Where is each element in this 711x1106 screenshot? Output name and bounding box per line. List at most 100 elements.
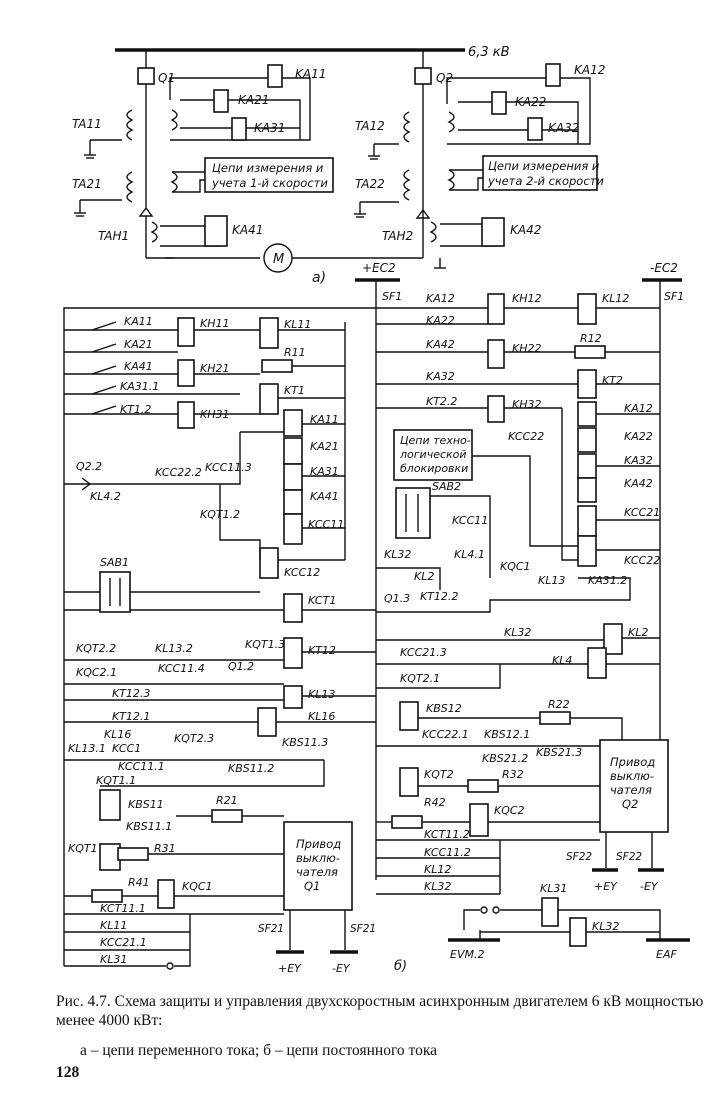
contact-kcc21-3: KCC21.3 [400, 646, 447, 659]
relay-ka22 [491, 91, 507, 115]
relay-kl11-label: KL11 [284, 318, 311, 331]
resistor-r22-label: R22 [548, 698, 570, 711]
relay-kqc2-label: KQC2 [494, 804, 525, 817]
contact-kcc11-2: KCC11.2 [424, 846, 471, 859]
contact-kcc11-4: KCC11.4 [158, 662, 205, 675]
key-sab1 [99, 571, 131, 613]
relay-kbs12 [399, 701, 419, 731]
resistor-r32-label: R32 [502, 768, 524, 781]
relay-ka11 [267, 64, 283, 88]
right-contact-rows: KA12 KA22 KA42 KA32 KT2.2 KH12 KH22 KH32 [376, 292, 660, 423]
ey-neg-right: -EY [640, 880, 659, 893]
relay-ka11-dc-label: KA11 [310, 413, 339, 426]
ct-tah2-label: TAH2 [382, 229, 413, 243]
relay-ka32-dc [577, 453, 597, 479]
contact-ka42: KA42 [426, 338, 455, 351]
relay-kl32-label: KL32 [592, 920, 619, 933]
contact-kqc1: KQC1 [500, 560, 531, 573]
contact-kqt2-2: KQT2.2 [76, 642, 116, 655]
coil-kh32 [487, 395, 505, 423]
contact-kt12-3: KT12.3 [112, 687, 150, 700]
relay-kl16 [257, 707, 277, 737]
relay-ka41-dc-label: KA41 [310, 490, 339, 503]
relay-ka12-dc [577, 401, 597, 427]
relay-kl2-label: KL2 [628, 626, 648, 639]
contact-kcc11-1: KCC11.1 [118, 760, 165, 773]
contact-q2-2: Q2.2 [76, 460, 102, 473]
coil-kh22 [487, 339, 505, 369]
relay-kt2-label: KT2 [602, 374, 623, 387]
relay-kct1-label: KCT1 [308, 594, 336, 607]
relay-ka21-dc [283, 437, 303, 465]
coil-kh12 [487, 293, 505, 325]
contact-kbs12-1: KBS12.1 [484, 728, 530, 741]
switch-sf1-left: SF1 [382, 290, 402, 303]
relay-kct1 [283, 593, 303, 623]
coil-kh32-label: KH32 [512, 398, 541, 411]
coil-kh11 [177, 317, 195, 347]
breaker-q2 [414, 67, 432, 85]
drive-q2-line1: Привод [610, 755, 655, 769]
panel-a-label: а) [312, 270, 326, 286]
key-sab2-label: SAB2 [432, 480, 461, 493]
relay-kcc22 [577, 535, 597, 567]
contact-ka12: KA12 [426, 292, 455, 305]
ct-tah1 [150, 221, 158, 243]
key-sab1-label: SAB1 [100, 556, 129, 569]
contact-kbs21-3: KBS21.3 [536, 746, 582, 759]
contact-ka21: KA21 [124, 338, 153, 351]
contact-kl4-2: KL4.2 [90, 490, 121, 503]
motor-m-label: M [273, 252, 284, 267]
contact-kbs11-1: KBS11.1 [126, 820, 172, 833]
resistor-r12 [574, 345, 606, 359]
resistor-r42-label: R42 [424, 796, 446, 809]
relay-ka21-dc-label: KA21 [310, 440, 339, 453]
switch-sf21-b: SF21 [350, 923, 376, 935]
relay-kt12-label: KT12 [308, 644, 336, 657]
contact-kct11-1: KCT11.1 [100, 902, 146, 915]
resistor-r21-label: R21 [216, 794, 238, 807]
meter-box-speed1-line2: учета 1-й скорости [211, 176, 328, 190]
contact-kcc22: KCC22 [508, 430, 544, 443]
coil-kh12-label: KH12 [512, 292, 541, 305]
relay-ka32-dc-label: KA32 [624, 454, 653, 467]
resistor-r11 [261, 359, 293, 373]
relay-ka31-dc-label: KA31 [310, 465, 339, 478]
ct-ta21 [126, 171, 134, 203]
left-contact-rows: KA11 KA21 KA41 KA31.1 KT1.2 KH11 KH21 KH… [64, 315, 260, 429]
contact-kcc11: KCC11 [452, 514, 488, 527]
relay-kl13-label: KL13 [308, 688, 335, 701]
contact-q1-2: Q1.2 [228, 660, 254, 673]
drive-q1-box [283, 821, 353, 911]
evm-label: EVM.2 [450, 948, 484, 961]
contact-kl4-1: KL4.1 [454, 548, 485, 561]
contact-q1-3: Q1.3 [384, 592, 410, 605]
relay-kl31-label: KL31 [540, 882, 567, 895]
relay-kcc22-label: KCC22 [624, 554, 660, 567]
panel-b-label: б) [394, 959, 407, 974]
relay-kt12 [283, 637, 303, 669]
ct-ta21-label: TA21 [72, 177, 102, 191]
relay-kcc12 [259, 547, 279, 579]
meter-box-speed2-line2: учета 2-й скорости [487, 174, 604, 188]
drive-q1-line1: Привод [296, 837, 341, 851]
relay-kl4 [587, 647, 607, 679]
breaker-q1-label: Q1 [158, 71, 175, 85]
relay-ka42-label: KA42 [510, 223, 541, 237]
ey-pos-right: +EY [594, 880, 618, 893]
relay-kqt2 [399, 767, 419, 797]
contact-kbs21-2: KBS21.2 [482, 752, 528, 765]
breaker-q1 [137, 67, 155, 85]
relay-kcc21 [577, 505, 597, 537]
relay-kl13 [283, 685, 303, 709]
figure-legend: а – цепи переменного тока; б – цепи пост… [80, 1042, 438, 1059]
relay-ka32-label: KA32 [548, 121, 579, 135]
relay-ka12-label: KA12 [574, 63, 605, 77]
contact-kqc2-1: KQC2.1 [76, 666, 117, 679]
contact-ka32: KA32 [426, 370, 455, 383]
supply-pos-label: +EC2 [362, 261, 396, 275]
relay-ka12-dc-label: KA12 [624, 402, 653, 415]
resistor-r31 [117, 847, 149, 861]
relay-kl16-label: KL16 [308, 710, 335, 723]
coil-kh21-label: KH21 [200, 362, 229, 375]
